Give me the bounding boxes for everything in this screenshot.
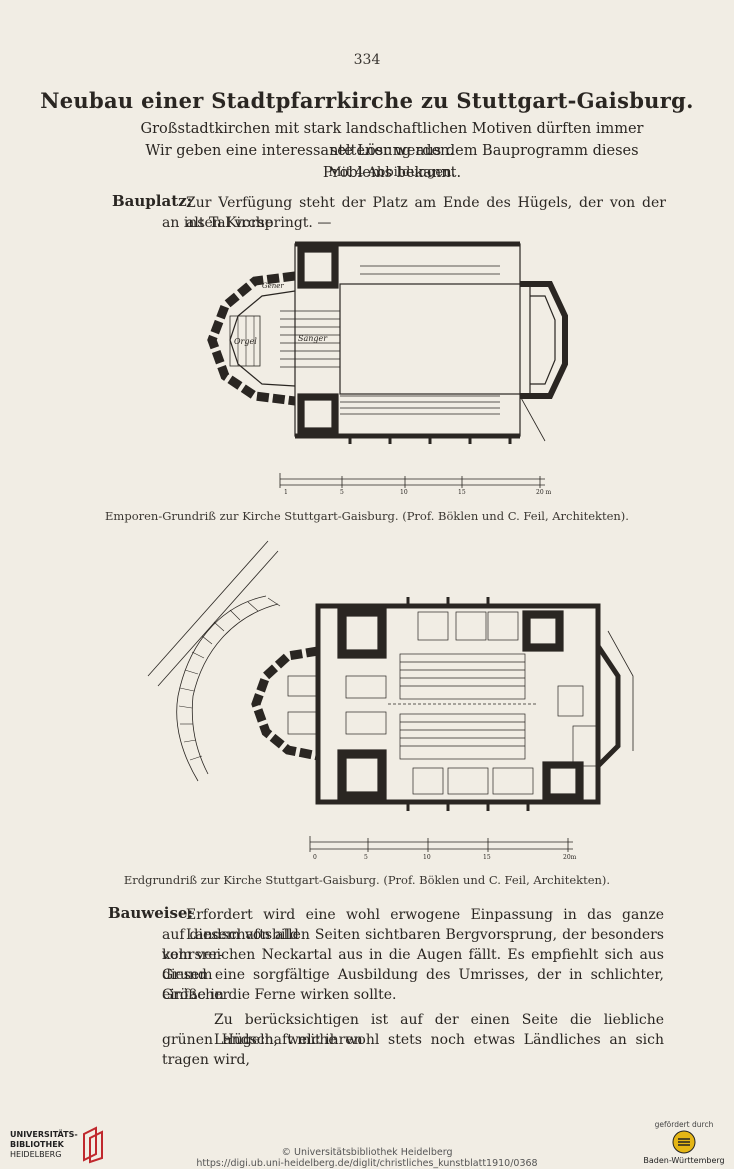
source-url-link[interactable]: https://digi.ub.uni-heidelberg.de/diglit… bbox=[196, 1158, 538, 1169]
scale-1-tick-2: 10 bbox=[400, 489, 408, 496]
bauplatz-line-1: Zur Verfügung steht der Platz am Ende de… bbox=[186, 195, 666, 231]
bauweise-label: Bauweise: bbox=[108, 904, 193, 922]
scale-2-tick-0: 0 bbox=[313, 854, 317, 861]
bauweise-para2-line-1: Zu berücksichtigen ist auf der einen Sei… bbox=[214, 1012, 664, 1048]
library-name-line-1: UNIVERSITÄTS- bbox=[10, 1130, 78, 1139]
library-name-line-3: HEIDELBERG bbox=[10, 1150, 62, 1159]
intro-line-3: Mit 4 Abbildungen. bbox=[328, 165, 456, 180]
scale-2-tick-2: 10 bbox=[423, 854, 431, 861]
sponsor-name: Baden-Württemberg bbox=[643, 1156, 725, 1165]
state-coat-of-arms-icon bbox=[672, 1130, 696, 1154]
organ-label: Orgel bbox=[234, 337, 257, 346]
scale-2-tick-1: 5 bbox=[364, 854, 368, 861]
scale-1-tick-3: 15 bbox=[458, 489, 466, 496]
intro-line-1: Großstadtkirchen mit stark landschaftlic… bbox=[140, 121, 644, 159]
bauweise-para2-line-2: grünen Hügeln, welche wohl stets noch et… bbox=[162, 1032, 664, 1068]
bauweise-line-4: Grund eine sorgfältige Ausbildung des Um… bbox=[162, 967, 664, 1003]
bauweise-line-5: Größe in die Ferne wirken sollte. bbox=[162, 987, 397, 1003]
page-number: 334 bbox=[353, 52, 381, 68]
sponsor-logo: gefördert durch Baden-Württemberg bbox=[640, 1120, 728, 1166]
article-title: Neubau einer Stadtpfarrkirche zu Stuttga… bbox=[40, 88, 694, 113]
gallery-floor-plan: Orgel Sänger Gener 1 5 10 15 20 m bbox=[207, 241, 568, 496]
bauweise-line-2: auf diesem von allen Seiten sichtbaren B… bbox=[162, 927, 664, 963]
scale-2-tick-4: 20m bbox=[563, 854, 577, 861]
figure-1-caption: Emporen-Grundriß zur Kirche Stuttgart-Ga… bbox=[105, 509, 629, 523]
bauplatz-label: Bauplatz: bbox=[112, 192, 193, 210]
library-emblem-icon bbox=[83, 1126, 103, 1164]
scale-1-tick-0: 1 bbox=[284, 489, 288, 496]
scale-2-tick-3: 15 bbox=[483, 854, 491, 861]
figure-2-caption: Erdgrundriß zur Kirche Stuttgart-Gaisbur… bbox=[123, 873, 611, 887]
scale-1-tick-4: 20 m bbox=[536, 489, 552, 496]
scale-1-tick-1: 5 bbox=[340, 489, 344, 496]
scale-bar-2 bbox=[309, 836, 573, 852]
sponsor-label: gefördert durch bbox=[654, 1120, 714, 1129]
singers-label: Sänger bbox=[298, 334, 328, 343]
bauplatz-line-2: an ins Tal vorspringt. — bbox=[162, 215, 332, 231]
gallery-label: Gener bbox=[262, 282, 284, 290]
intro-line-2: Wir geben eine interessante Lösung aus d… bbox=[145, 143, 639, 181]
library-logo: UNIVERSITÄTS- BIBLIOTHEK HEIDELBERG bbox=[10, 1124, 120, 1164]
copyright-text: © Universitätsbibliothek Heidelberg bbox=[281, 1147, 453, 1158]
ground-floor-plan: 0 5 10 15 20m bbox=[147, 540, 634, 861]
scale-bar-1 bbox=[279, 473, 545, 488]
bauweise-line-1: Erfordert wird eine wohl erwogene Einpas… bbox=[186, 907, 664, 943]
bauweise-line-3: kehrsreichen Neckartal aus in die Augen … bbox=[162, 947, 664, 983]
library-name-line-2: BIBLIOTHEK bbox=[10, 1140, 64, 1149]
